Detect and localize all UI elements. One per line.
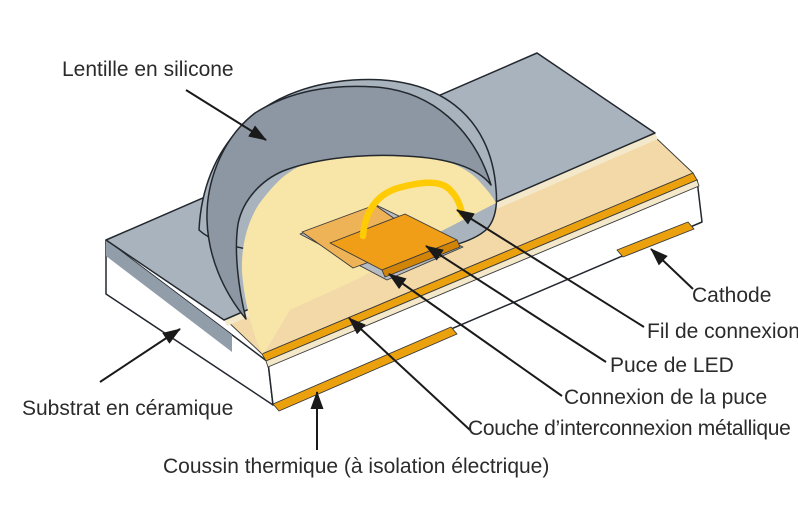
cathode-pad — [616, 221, 695, 258]
arrow-substrate — [99, 328, 181, 383]
arrow-cathode — [650, 248, 694, 290]
arrow-die-attach — [388, 273, 563, 397]
arrow-bond-wire — [456, 209, 645, 328]
lens-cut-section — [206, 85, 492, 320]
arrow-metal-layer — [348, 317, 471, 431]
bond-wire — [359, 179, 466, 240]
label-led-chip: Puce de LED — [610, 354, 734, 377]
label-substrate: Substrat en céramique — [22, 397, 234, 420]
interconnect-pale-edge — [265, 179, 700, 368]
arrow-lens — [185, 89, 267, 141]
label-die-attach: Connexion de la puce — [564, 386, 768, 409]
label-thermal-pad: Coussin thermique (à isolation électriqu… — [163, 455, 550, 478]
lens-slab-side — [106, 240, 232, 352]
label-metal-layer: Couche d’interconnexion métallique — [468, 417, 791, 440]
thermal-pad — [272, 326, 458, 412]
label-bond-wire: Fil de connexion — [647, 320, 798, 343]
arrow-led-chip — [425, 245, 607, 363]
label-lens: Lentille en silicone — [62, 58, 234, 81]
label-cathode: Cathode — [692, 284, 772, 307]
